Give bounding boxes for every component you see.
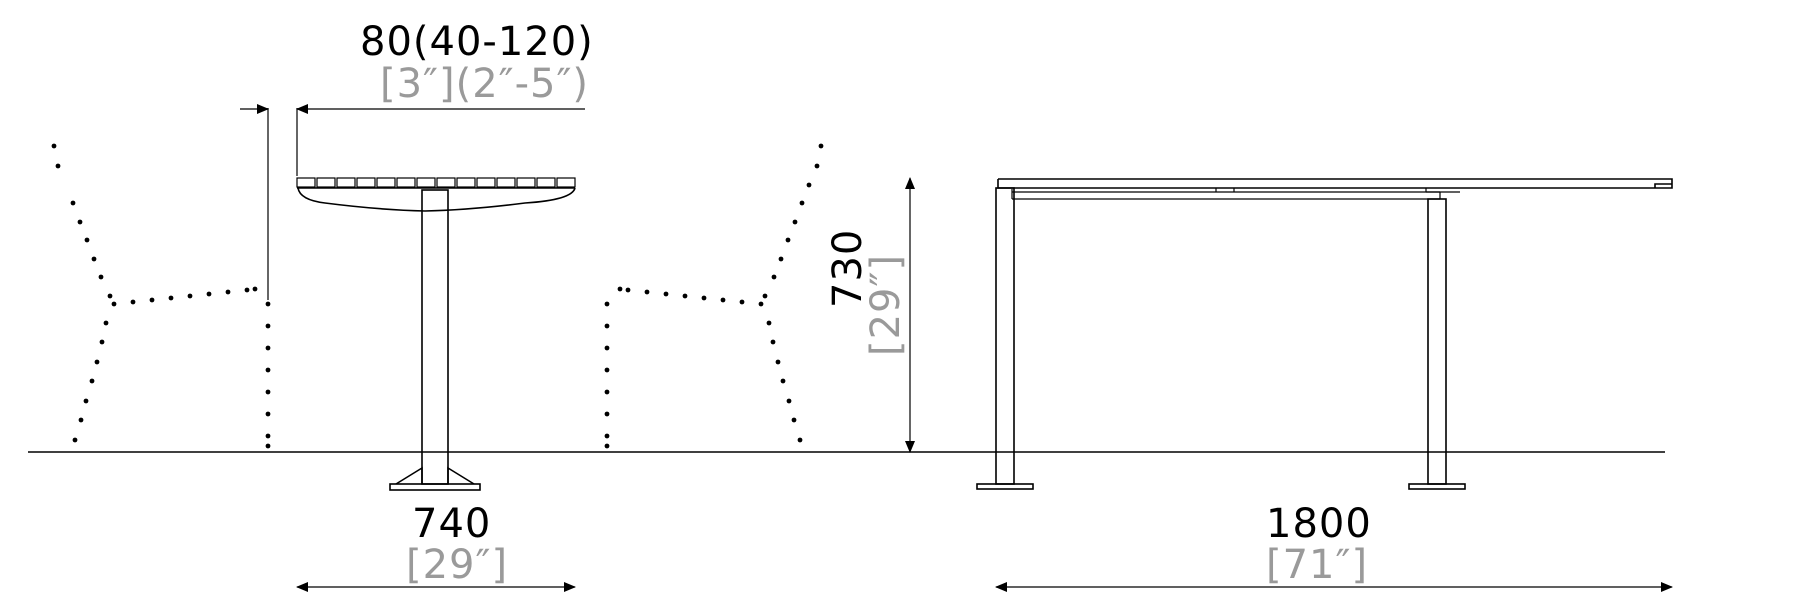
overhang-dimension (240, 104, 585, 300)
chair-left-dotted (51, 143, 271, 449)
length-metric-label: 1800 (1266, 501, 1372, 547)
table-pedestal (421, 189, 449, 485)
table-front-view (976, 178, 1673, 490)
chair-right-dotted (604, 143, 824, 449)
front-leg-right (1427, 198, 1447, 485)
overhang-imperial-label: [3″](2″-5″) (380, 61, 590, 107)
depth-imperial-label: [29″] (406, 542, 509, 588)
depth-metric-label: 740 (412, 501, 492, 547)
table-apron (297, 187, 576, 212)
table-side-view (296, 177, 576, 491)
table-base-foot (395, 466, 475, 485)
height-imperial-label: [29″] (863, 253, 909, 356)
front-leg-left (995, 187, 1015, 485)
table-top-board (997, 178, 1673, 189)
length-imperial-label: [71″] (1266, 542, 1369, 588)
height-metric-label: 730 (825, 228, 871, 308)
table-top-slats (296, 177, 576, 188)
overhang-metric-label: 80(40-120) (360, 19, 594, 65)
